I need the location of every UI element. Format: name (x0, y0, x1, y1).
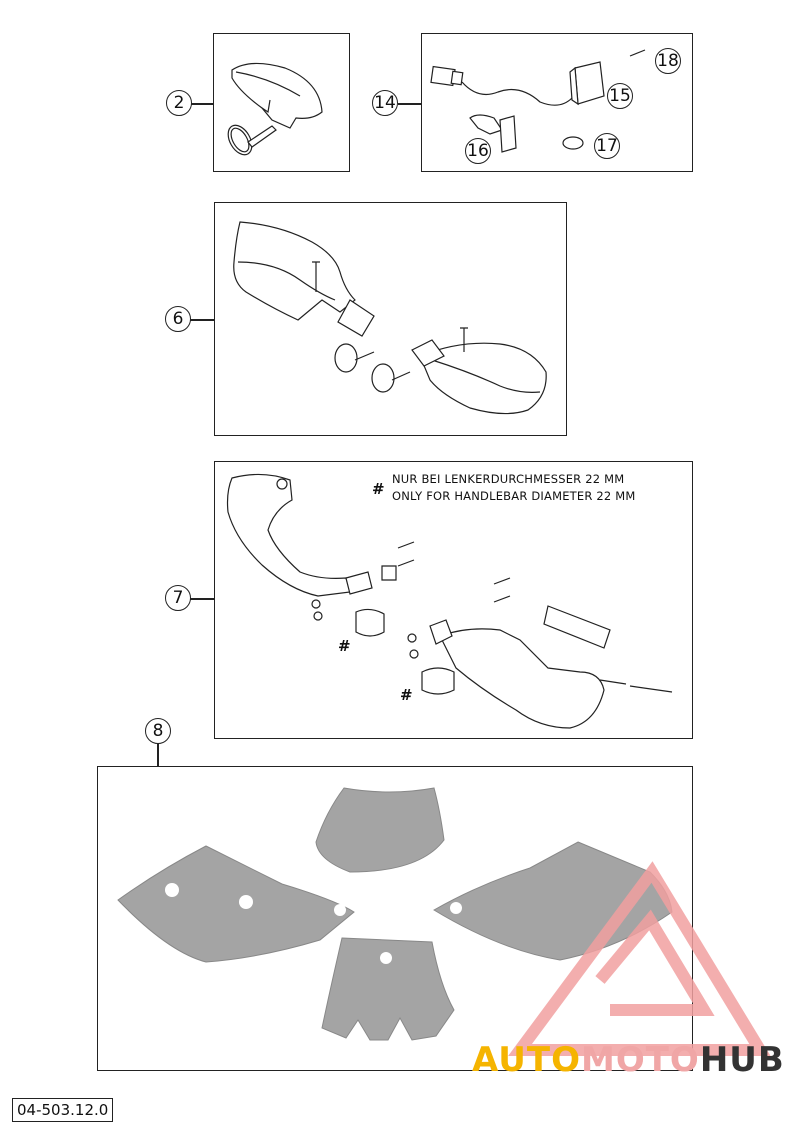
part-8-leader (157, 743, 159, 767)
part-6-left-handguard-icon (233, 221, 375, 337)
watermark-text: AUTOMOTOHUB (472, 1040, 785, 1080)
part-8-decal-holes-icon (165, 883, 462, 964)
note-line-english: ONLY FOR HANDLEBAR DIAMETER 22 MM (392, 489, 636, 503)
part-6-leader (190, 319, 215, 321)
callout-16: 16 (465, 138, 491, 164)
watermark-part1: AUTO (472, 1040, 581, 1080)
callout-18: 18 (655, 48, 681, 74)
decal-rear-plate (321, 937, 455, 1041)
callout-8: 8 (145, 718, 171, 744)
hash-mark-left: # (338, 637, 351, 655)
part-14-wiring-icon (430, 49, 646, 153)
watermark-part2: MOTO (580, 1040, 700, 1080)
part-6-right-handguard-icon (411, 327, 547, 415)
part-2-cover-icon (231, 62, 323, 129)
part-14-leader (398, 103, 422, 105)
watermark-logo-icon (508, 861, 771, 1056)
callout-14: 14 (372, 90, 398, 116)
part-7-left-guard-icon (226, 473, 397, 597)
callout-6: 6 (165, 306, 191, 332)
callout-17: 17 (594, 133, 620, 159)
decal-left-side (117, 845, 355, 963)
part-7-right-guard-icon (429, 605, 673, 729)
part-8-decal-set-icon (117, 787, 673, 1041)
callout-15: 15 (607, 83, 633, 109)
part-7-spacers-icon (311, 541, 511, 695)
hash-mark-right: # (400, 686, 413, 704)
note-hash: # (372, 480, 385, 498)
part-6-cable-ties-icon (334, 343, 411, 393)
part-2-leader (191, 103, 214, 105)
part-2-cable-tie-icon (227, 124, 277, 156)
decal-front-plate (315, 787, 445, 873)
callout-7: 7 (165, 585, 191, 611)
diagram-code: 04-503.12.0 (12, 1098, 114, 1122)
note-line-german: NUR BEI LENKERDURCHMESSER 22 MM (392, 472, 625, 486)
watermark-part3: HUB (699, 1040, 785, 1080)
callout-2: 2 (166, 90, 192, 116)
part-7-box (214, 461, 693, 739)
part-7-leader (190, 598, 215, 600)
